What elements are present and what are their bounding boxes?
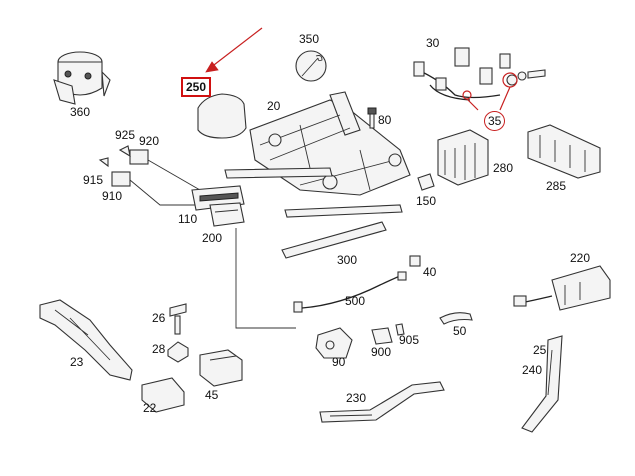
- part-label-80[interactable]: 80: [378, 113, 392, 127]
- part-30-wiring[interactable]: [413, 47, 546, 111]
- part-label-910[interactable]: 910: [102, 189, 123, 203]
- part-label-110[interactable]: 110: [178, 212, 198, 226]
- wrench-icon: [295, 50, 327, 82]
- part-label-25[interactable]: 25: [533, 343, 547, 357]
- part-80-bolt[interactable]: [367, 107, 377, 129]
- part-22-clip[interactable]: [141, 377, 185, 413]
- part-250-drawing[interactable]: [197, 93, 247, 139]
- part-label-35[interactable]: 35: [484, 111, 506, 131]
- part-150-bracket[interactable]: [417, 173, 435, 191]
- part-label-915[interactable]: 915: [83, 173, 104, 187]
- part-label-90[interactable]: 90: [332, 355, 346, 369]
- part-label-40[interactable]: 40: [423, 265, 437, 279]
- part-label-500[interactable]: 500: [345, 294, 366, 308]
- part-label-30[interactable]: 30: [426, 36, 440, 50]
- part-905-pin[interactable]: [395, 323, 405, 336]
- part-300-rail[interactable]: [281, 221, 387, 259]
- part-label-220[interactable]: 220: [570, 251, 591, 265]
- leader-920-110: [147, 159, 201, 191]
- part-label-28[interactable]: 28: [152, 342, 166, 356]
- part-label-150[interactable]: 150: [416, 194, 437, 208]
- part-label-360[interactable]: 360: [70, 105, 91, 119]
- red-pointer-arrow: [205, 27, 263, 73]
- leader-200-500: [235, 228, 296, 329]
- part-50-clip[interactable]: [439, 312, 473, 325]
- part-label-200[interactable]: 200: [202, 231, 223, 245]
- part-label-45[interactable]: 45: [205, 388, 219, 402]
- part-label-250-highlighted[interactable]: 250: [181, 77, 212, 97]
- part-280-switch-block[interactable]: [437, 129, 489, 186]
- part-label-285[interactable]: 285: [546, 179, 567, 193]
- part-label-905[interactable]: 905: [399, 333, 420, 347]
- part-20-seat-frame[interactable]: [224, 91, 411, 218]
- part-920-connector[interactable]: [118, 145, 149, 165]
- part-45-bracket[interactable]: [199, 349, 243, 387]
- part-label-20[interactable]: 20: [267, 99, 281, 113]
- part-23-bracket[interactable]: [39, 299, 133, 381]
- part-910-connector[interactable]: [98, 157, 131, 187]
- part-label-925[interactable]: 925: [115, 128, 136, 142]
- part-label-300[interactable]: 300: [337, 253, 358, 267]
- part-230-bracket[interactable]: [319, 381, 445, 423]
- part-label-900[interactable]: 900: [371, 345, 392, 359]
- leader-910-110: [129, 179, 195, 206]
- part-40-connector[interactable]: [409, 255, 421, 267]
- part-label-920[interactable]: 920: [139, 134, 160, 148]
- part-26-bolt[interactable]: [169, 303, 187, 335]
- part-28-nut[interactable]: [167, 341, 189, 363]
- part-200-connector[interactable]: [209, 202, 245, 227]
- part-label-26[interactable]: 26: [152, 311, 166, 325]
- part-label-280[interactable]: 280: [493, 161, 514, 175]
- part-label-23[interactable]: 23: [70, 355, 84, 369]
- part-90-housing[interactable]: [315, 327, 353, 359]
- part-360-drawing[interactable]: [53, 51, 111, 105]
- part-label-22[interactable]: 22: [143, 401, 157, 415]
- part-label-240[interactable]: 240: [522, 363, 543, 377]
- part-25-bracket[interactable]: [521, 335, 563, 433]
- part-label-50[interactable]: 50: [453, 324, 467, 338]
- part-label-350[interactable]: 350: [299, 32, 320, 46]
- part-label-230[interactable]: 230: [346, 391, 367, 405]
- part-285-switch-block[interactable]: [527, 124, 601, 179]
- part-220-motor[interactable]: [513, 265, 611, 311]
- part-500-cable[interactable]: [293, 271, 407, 313]
- part-900-block[interactable]: [371, 327, 393, 345]
